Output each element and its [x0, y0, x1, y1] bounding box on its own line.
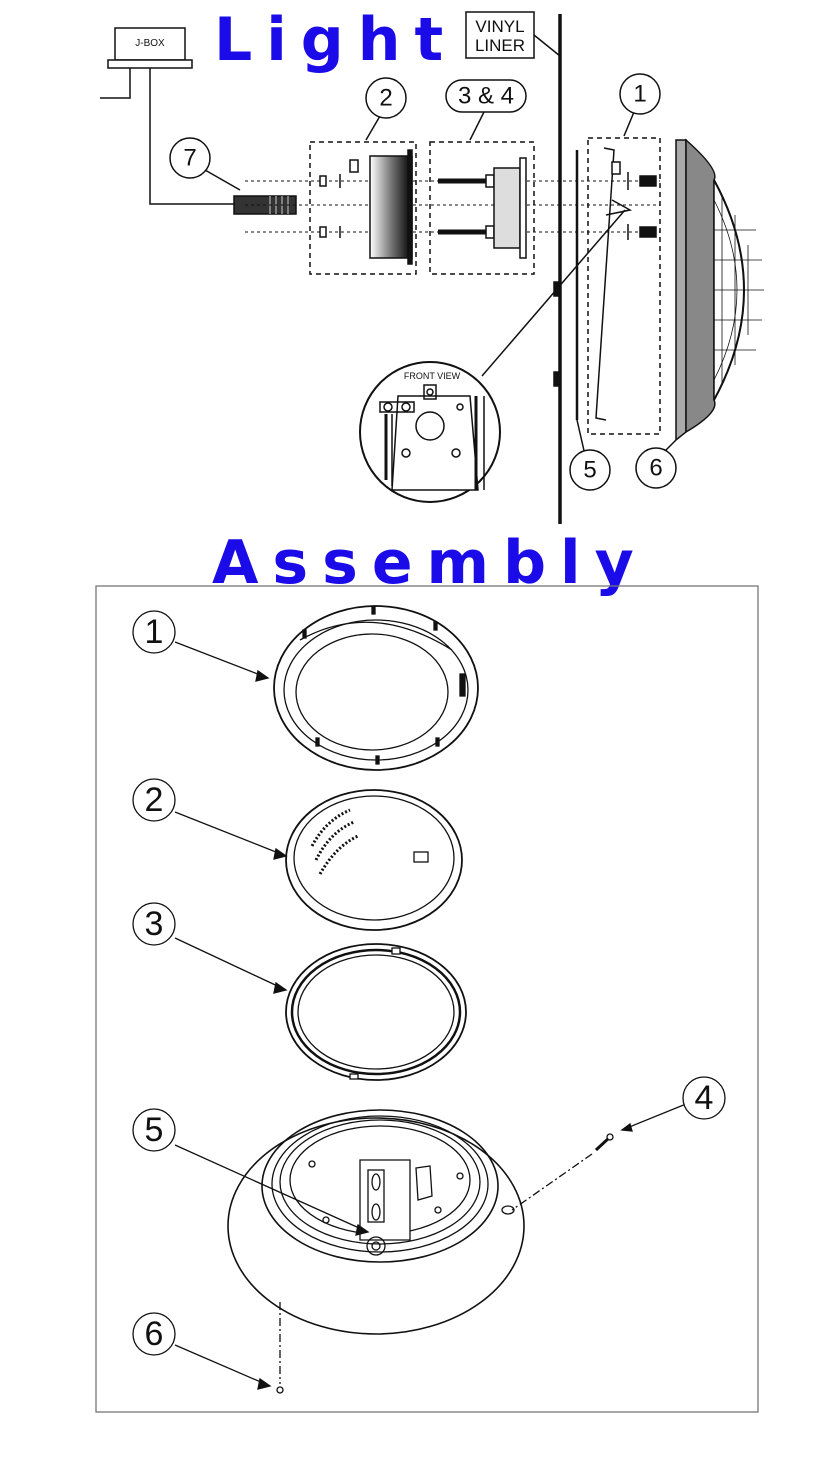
niche-2 — [319, 149, 413, 265]
callout-3-4: 3 & 4 — [458, 83, 514, 110]
callout-7: 7 — [183, 145, 196, 172]
assembly-callout-3: 3 — [145, 905, 164, 943]
ring-1 — [595, 147, 657, 421]
front-view-leader — [481, 209, 626, 377]
center-lines — [245, 180, 660, 233]
assembly-callout-6: 6 — [145, 1315, 164, 1353]
vinyl-liner-label-box — [465, 11, 535, 59]
front-view-label: FRONT VIEW — [404, 371, 461, 381]
assembly-frame — [95, 585, 759, 1413]
callout-circle-1-top — [619, 73, 661, 115]
callout-circle-2 — [365, 77, 407, 119]
callout-6-top: 6 — [649, 455, 662, 482]
exploded-view: J-BOX 7 — [100, 11, 764, 524]
front-view-inset: FRONT VIEW — [359, 361, 501, 503]
bracket-3-4 — [438, 157, 527, 259]
title-assembly: Assembly — [212, 528, 648, 598]
callout-1-top: 1 — [633, 81, 646, 108]
bracket-box — [429, 141, 535, 275]
vinyl-liner-label-1: VINYL — [475, 17, 524, 36]
assembly-screw-4 — [511, 1133, 614, 1211]
assembly-gasket-3 — [285, 943, 467, 1081]
niche-box — [309, 141, 417, 275]
ring-box — [587, 137, 661, 435]
assembly-callout-4: 4 — [695, 1079, 714, 1117]
jbox-label: J-BOX — [135, 38, 165, 49]
callout-5-top: 5 — [583, 457, 596, 484]
callout-circle-5-top — [569, 449, 611, 491]
assembly-ring-1 — [273, 605, 479, 771]
callout-circle-6-top — [635, 447, 677, 489]
callout-circle-7 — [169, 137, 211, 179]
assembly-screw-6 — [276, 1302, 284, 1394]
jbox: J-BOX — [100, 27, 234, 205]
assembly-lens-2 — [285, 789, 463, 931]
assembly-callout-2: 2 — [145, 781, 164, 819]
callout-2: 2 — [379, 85, 392, 112]
assembly-view: 1 2 3 — [95, 585, 759, 1413]
vinyl-liner-label-2: LINER — [475, 36, 525, 55]
assembly-callout-1: 1 — [145, 613, 164, 651]
lamp-6 — [675, 138, 764, 442]
assembly-callout-5: 5 — [145, 1111, 164, 1149]
callout-box-3-4 — [445, 79, 527, 113]
title-light: Light — [214, 5, 458, 75]
cord-7 — [204, 169, 297, 215]
assembly-housing — [227, 1109, 525, 1335]
